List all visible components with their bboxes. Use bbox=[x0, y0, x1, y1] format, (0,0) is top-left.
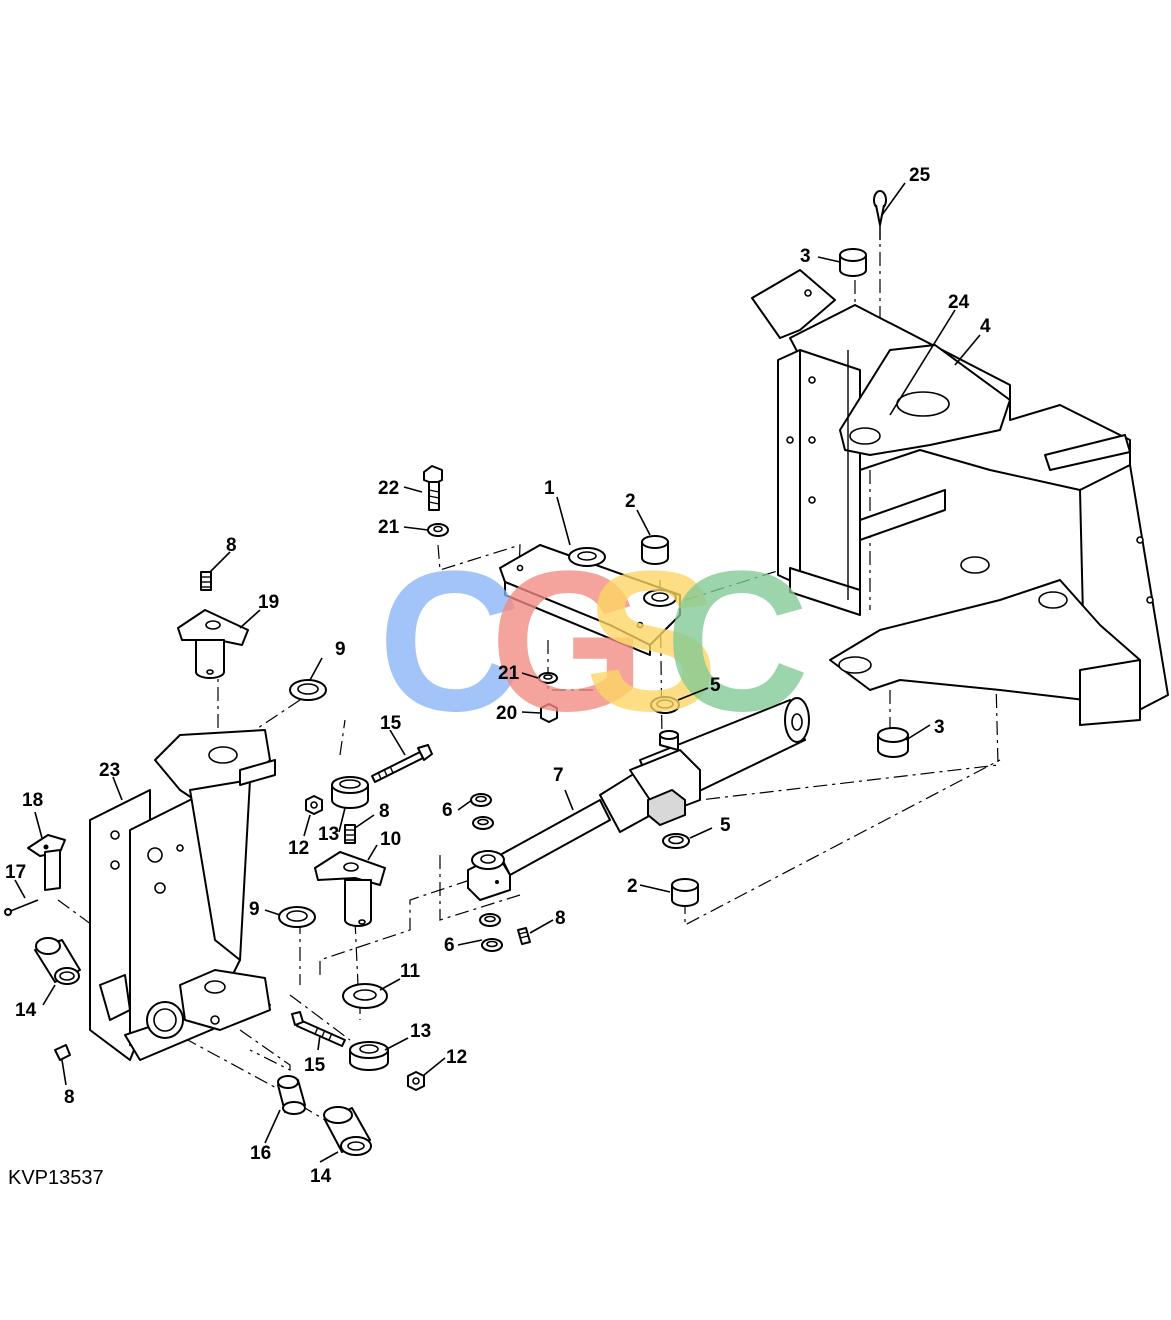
washers-6-bottom bbox=[479, 913, 503, 952]
watermark-letter: C bbox=[378, 530, 522, 753]
callout-4: 4 bbox=[980, 316, 991, 337]
callout-15: 15 bbox=[380, 713, 402, 734]
main-frame bbox=[751, 269, 1169, 726]
nut-20 bbox=[540, 703, 558, 723]
leader-lines bbox=[14, 182, 981, 1163]
callout-9: 9 bbox=[335, 639, 346, 660]
callout-17: 17 bbox=[5, 862, 26, 883]
callout-12: 12 bbox=[446, 1047, 467, 1068]
bolt-15-bottom bbox=[291, 1011, 346, 1047]
seal-5-bottom bbox=[662, 833, 690, 849]
callout-18: 18 bbox=[22, 790, 43, 811]
callout-6: 6 bbox=[444, 935, 455, 956]
grease-fitting-8-bottom bbox=[54, 1044, 71, 1061]
callout-15: 15 bbox=[304, 1055, 326, 1076]
pin-25 bbox=[873, 190, 887, 240]
callout-25: 25 bbox=[909, 165, 931, 186]
callout-8: 8 bbox=[64, 1087, 75, 1108]
callout-8: 8 bbox=[379, 801, 390, 822]
watermark-letter: S bbox=[585, 530, 718, 753]
callout-2: 2 bbox=[627, 876, 638, 897]
callout-5: 5 bbox=[720, 815, 731, 836]
callout-9: 9 bbox=[249, 899, 260, 920]
bushing-14-left bbox=[34, 937, 81, 985]
steering-cylinder bbox=[467, 697, 810, 901]
grease-fitting-8-mid bbox=[344, 824, 356, 844]
callout-labels: 1 2 2 3 3 4 5 5 6 6 7 8 8 8 8 9 9 10 11 … bbox=[5, 165, 991, 1187]
callout-22: 22 bbox=[378, 478, 399, 499]
callout-6: 6 bbox=[442, 800, 453, 821]
callout-23: 23 bbox=[99, 760, 120, 781]
bushing-2-top bbox=[641, 535, 669, 565]
callout-5: 5 bbox=[710, 675, 721, 696]
clamp-13-bottom bbox=[349, 1041, 389, 1071]
washer-9-bottom bbox=[278, 906, 316, 928]
callout-13: 13 bbox=[410, 1021, 431, 1042]
bushing-2-bottom bbox=[671, 878, 699, 907]
callout-19: 19 bbox=[258, 592, 279, 613]
seal-5-top bbox=[650, 696, 680, 714]
callout-16: 16 bbox=[250, 1143, 271, 1164]
bushing-11 bbox=[342, 983, 388, 1009]
callout-13: 13 bbox=[318, 824, 339, 845]
callout-12: 12 bbox=[288, 838, 309, 859]
washers-6-top bbox=[470, 793, 494, 830]
bolt-22 bbox=[423, 465, 443, 511]
callout-24: 24 bbox=[948, 292, 970, 313]
pin-17 bbox=[4, 899, 39, 916]
nut-12-top bbox=[305, 795, 323, 815]
watermark-letter: G bbox=[490, 530, 646, 753]
callout-1: 1 bbox=[544, 478, 555, 499]
washer-21-top bbox=[427, 523, 449, 537]
pin-bracket-10 bbox=[314, 851, 386, 927]
callout-2: 2 bbox=[625, 491, 636, 512]
callout-21: 21 bbox=[498, 663, 520, 684]
callout-8: 8 bbox=[555, 908, 566, 929]
callout-20: 20 bbox=[496, 703, 517, 724]
clamp-13-top bbox=[331, 776, 369, 809]
callout-14: 14 bbox=[310, 1166, 332, 1187]
callout-3: 3 bbox=[800, 246, 811, 267]
watermark-letter: C bbox=[665, 530, 809, 753]
figure-id: KVP13537 bbox=[8, 1167, 104, 1189]
callout-7: 7 bbox=[553, 765, 564, 786]
callout-21: 21 bbox=[378, 517, 400, 538]
bolt-15-top bbox=[371, 744, 433, 783]
cap-3-top bbox=[839, 248, 867, 277]
washer-21-mid bbox=[538, 672, 558, 684]
callout-3: 3 bbox=[934, 717, 945, 738]
grease-fitting-8-top bbox=[200, 571, 212, 591]
washer-9-top bbox=[289, 679, 327, 701]
grease-fitting-8-cylinder bbox=[517, 927, 531, 945]
callout-8: 8 bbox=[226, 535, 237, 556]
callout-14: 14 bbox=[15, 1000, 37, 1021]
bracket-18 bbox=[27, 834, 66, 891]
bushing-16 bbox=[277, 1075, 306, 1115]
cap-3-bottom bbox=[877, 727, 909, 758]
callout-10: 10 bbox=[380, 829, 401, 850]
mounting-plate bbox=[499, 544, 681, 656]
bushing-14-bottom bbox=[323, 1106, 372, 1156]
callout-11: 11 bbox=[400, 961, 421, 982]
pivot-bracket bbox=[89, 729, 276, 1061]
nut-12-bottom bbox=[407, 1071, 425, 1091]
watermark-logo: C G S C bbox=[378, 530, 809, 753]
pin-bracket-19 bbox=[177, 609, 249, 679]
